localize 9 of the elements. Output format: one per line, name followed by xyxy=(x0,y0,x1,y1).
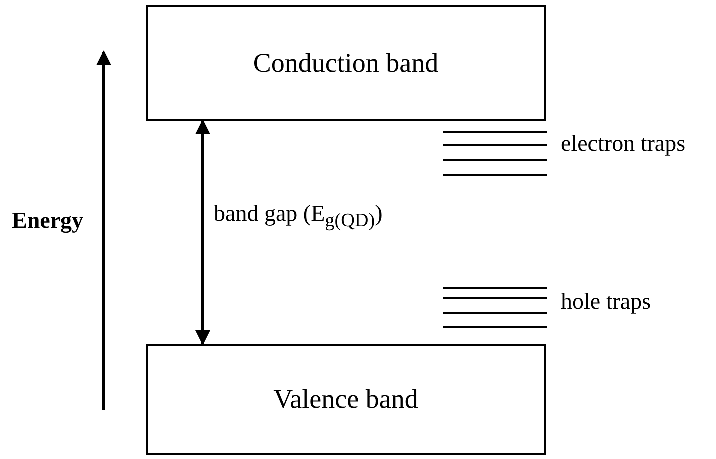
band-label: Valence band xyxy=(274,384,418,415)
energy-band-box xyxy=(146,344,546,455)
band-label: Conduction band xyxy=(253,48,439,78)
edge-label: band gap (E$_{g(QD)}$) xyxy=(214,202,383,231)
trap-label: electron traps xyxy=(561,132,686,155)
double-headed-arrow xyxy=(196,120,210,346)
energy-band-box xyxy=(146,5,546,121)
axis-label: Energy xyxy=(12,209,84,232)
trap-label: hole traps xyxy=(561,290,652,313)
